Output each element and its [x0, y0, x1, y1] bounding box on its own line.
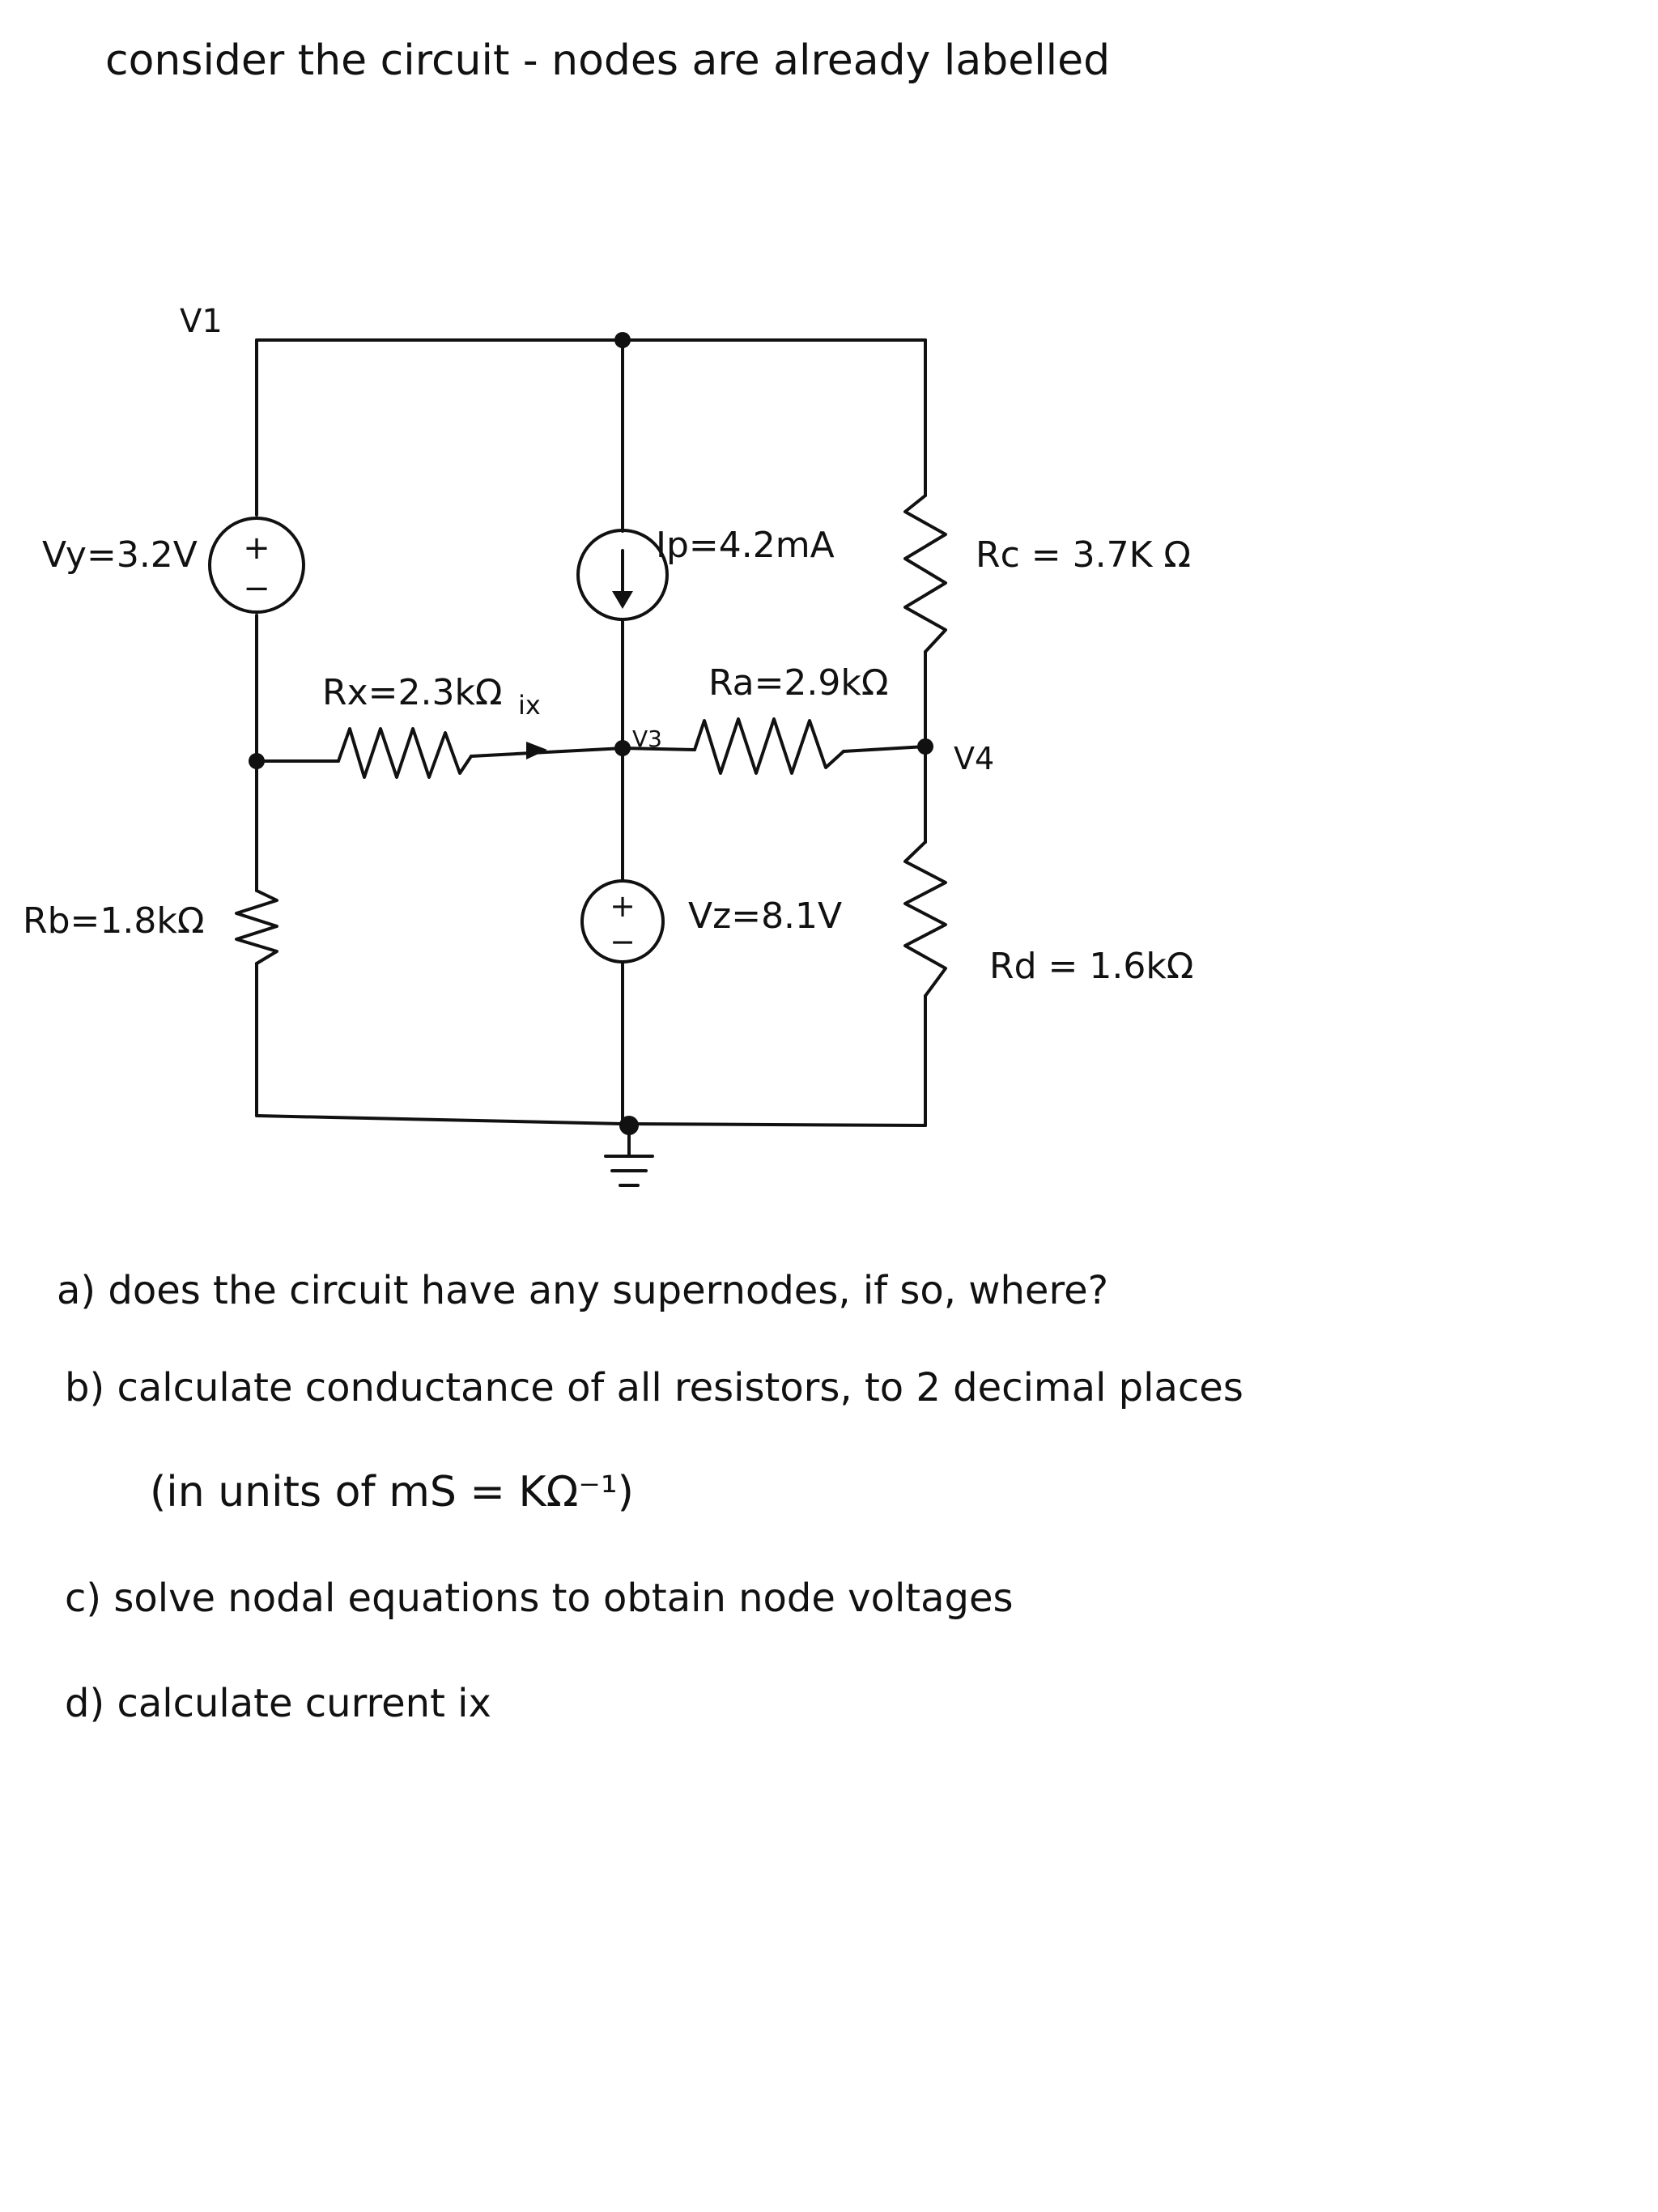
label-ix: ix: [518, 690, 541, 721]
resistor-rb: [235, 889, 278, 965]
node-label-v1: V1: [180, 303, 223, 340]
wire-ra-right: [842, 745, 927, 753]
label-ra: Ra=2.9kΩ: [708, 662, 889, 704]
resistor-rx: [337, 727, 473, 779]
header-text: consider the circuit - nodes are already…: [105, 36, 1110, 85]
wire-ra-left: [621, 747, 696, 751]
label-vy: Vy=3.2V: [42, 534, 198, 576]
resistor-rc: [903, 494, 947, 653]
voltage-source-vz: + −: [580, 879, 665, 963]
vy-circle: [208, 517, 305, 614]
question-c: c) solve nodal equations to obtain node …: [65, 1576, 1014, 1621]
question-a: a) does the circuit have any supernodes,…: [57, 1268, 1108, 1313]
vy-plus: +: [243, 530, 270, 567]
node-label-v4: V4: [954, 741, 994, 776]
label-rc: Rc = 3.7K Ω: [976, 534, 1191, 576]
resistor-rd: [903, 840, 947, 998]
node-label-v3: V3: [632, 725, 662, 752]
vz-circle: [580, 879, 665, 963]
label-rx: Rx=2.3kΩ: [322, 672, 503, 713]
resistor-ra: [693, 717, 845, 775]
vz-plus: +: [610, 888, 636, 924]
question-d: d) calculate current ix: [65, 1681, 491, 1726]
ip-arrow-down-icon: [612, 591, 633, 609]
question-b-units: (in units of mS = KΩ⁻¹): [150, 1468, 634, 1516]
voltage-source-vy: + −: [208, 517, 305, 614]
node-dot-top: [614, 332, 631, 348]
node-dot-ground: [619, 1116, 639, 1135]
wire-bottom-left: [255, 1114, 624, 1125]
label-rb: Rb=1.8kΩ: [23, 900, 204, 942]
ip-circle: [576, 529, 669, 621]
vy-minus: −: [243, 570, 270, 607]
label-ip: Ip=4.2mA: [656, 525, 835, 566]
ix-arrow-right-icon: [526, 742, 547, 759]
node-dot-v3: [614, 740, 631, 756]
wire-rx-right: [470, 747, 624, 758]
node-dot-v4: [917, 738, 933, 755]
vz-minus: −: [610, 924, 636, 959]
wire-bottom-right: [621, 1122, 927, 1127]
current-source-ip: [576, 529, 669, 621]
label-vz: Vz=8.1V: [688, 895, 842, 937]
question-b: b) calculate conductance of all resistor…: [65, 1365, 1244, 1410]
node-dot-left: [249, 753, 265, 769]
label-rd: Rd = 1.6kΩ: [989, 946, 1193, 987]
